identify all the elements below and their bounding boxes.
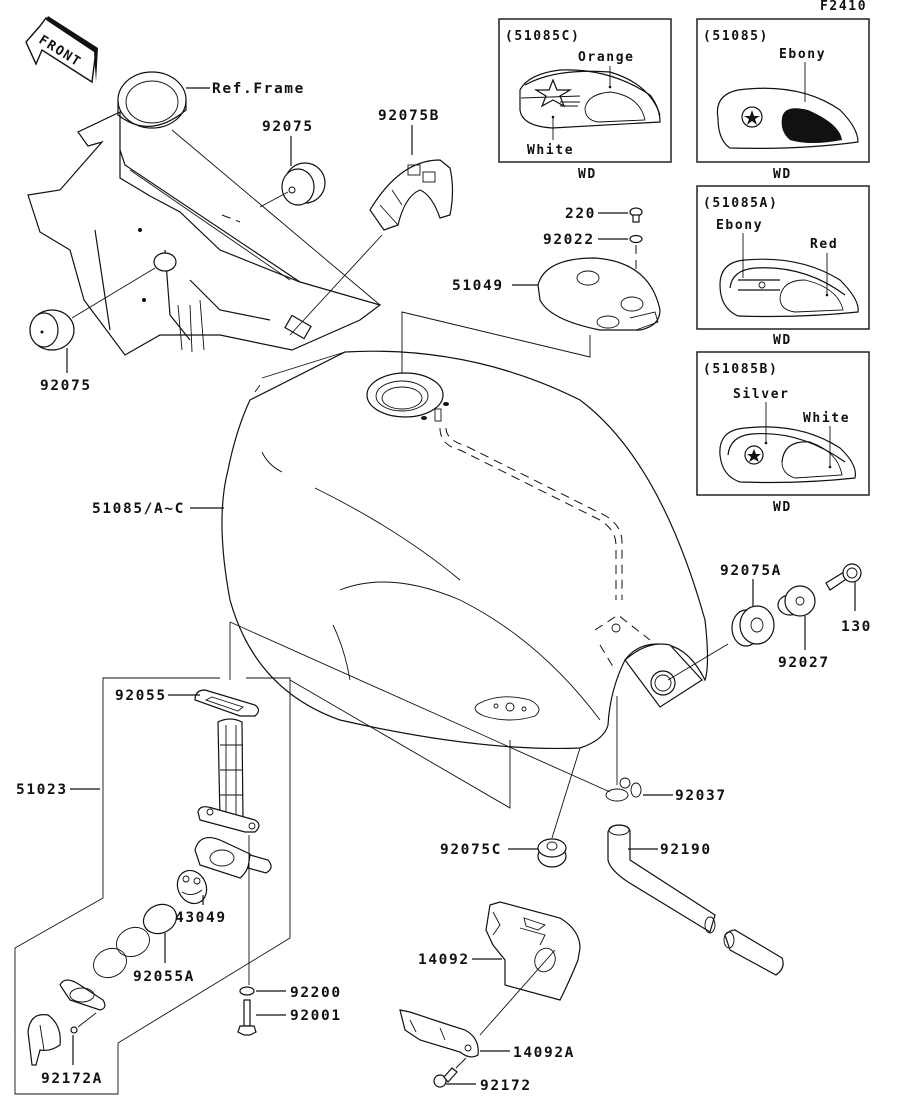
label-92200: 92200 [290, 985, 342, 1001]
label-92190: 92190 [660, 842, 712, 858]
label-92075C: 92075C [440, 842, 502, 858]
part-92190-hose [607, 824, 784, 976]
label-ref-frame: Ref.Frame [212, 81, 305, 97]
part-220-screw [629, 207, 643, 223]
part-92172-screw [433, 1057, 467, 1088]
part-92200-washer [239, 986, 255, 996]
variant-code-51085B: (51085B) [703, 362, 778, 377]
star-emblem-icon [744, 110, 760, 125]
part-92022-washer [629, 234, 643, 244]
part-51085-fuel-tank [221, 350, 709, 750]
part-92037-clamp [605, 777, 642, 802]
variant-color-51085B-white: White [803, 411, 850, 426]
part-92027-collar [777, 585, 816, 617]
label-92075-top: 92075 [262, 119, 314, 135]
label-92172: 92172 [480, 1078, 532, 1094]
star-emblem-icon [747, 449, 761, 462]
label-130: 130 [841, 619, 872, 635]
part-92075B [369, 159, 454, 231]
part-fuel-cock-lever [27, 979, 106, 1066]
label-92027: 92027 [778, 655, 830, 671]
variant-color-51085C-orange: Orange [578, 50, 635, 65]
part-14092-cover [485, 901, 581, 1001]
front-arrow-icon: FRONT [25, 16, 98, 84]
part-43049-gasket [176, 869, 208, 905]
variant-market-51085A: WD [773, 333, 792, 348]
part-92055-gasket [194, 689, 260, 717]
variant-color-51085A-ebony: Ebony [716, 218, 763, 233]
label-92055: 92055 [115, 688, 167, 704]
variant-color-51085-ebony: Ebony [779, 47, 826, 62]
star-icon [533, 78, 573, 108]
variant-market-51085: WD [773, 167, 792, 182]
variant-box-51085C: (51085C) Orange White [498, 18, 672, 163]
ebony-panel [781, 108, 842, 143]
frame-part [27, 71, 382, 356]
part-130-bolt [825, 563, 862, 591]
label-51023: 51023 [16, 782, 68, 798]
label-92075-left: 92075 [40, 378, 92, 394]
label-92075B: 92075B [378, 108, 440, 124]
part-51023-fuel-cock [194, 718, 272, 879]
figure-code: F2410 [820, 0, 867, 14]
label-51085-a-c: 51085/A~C [92, 501, 185, 517]
label-92001: 92001 [290, 1008, 342, 1024]
label-92022: 92022 [543, 232, 595, 248]
label-43049: 43049 [175, 910, 227, 926]
variant-market-51085B: WD [773, 500, 792, 515]
part-92075-top [281, 162, 326, 206]
variant-box-51085: (51085) Ebony [696, 18, 870, 163]
label-51049: 51049 [452, 278, 504, 294]
label-92037: 92037 [675, 788, 727, 804]
variant-color-51085B-silver: Silver [733, 387, 790, 402]
variant-color-51085A-red: Red [810, 237, 838, 252]
variant-code-51085: (51085) [703, 29, 769, 44]
label-92172A: 92172A [41, 1071, 103, 1087]
part-51049-cover [537, 257, 661, 331]
variant-box-51085A: (51085A) Ebony Red [696, 185, 870, 330]
label-14092A: 14092A [513, 1045, 575, 1061]
label-14092: 14092 [418, 952, 470, 968]
part-92001-bolt [237, 999, 257, 1036]
part-92055A-o-rings [93, 903, 178, 979]
variant-color-51085C-white: White [527, 143, 574, 158]
part-92075-left [29, 309, 75, 351]
label-220: 220 [565, 206, 596, 222]
variant-code-51085A: (51085A) [703, 196, 778, 211]
label-92075A: 92075A [720, 563, 782, 579]
group-outline-51023 [14, 677, 291, 1095]
part-92075A-grommet [731, 605, 775, 647]
variant-market-51085C: WD [578, 167, 597, 182]
part-92075C-grommet [537, 838, 567, 868]
part-14092A-bracket [399, 1009, 479, 1058]
label-92055A: 92055A [133, 969, 195, 985]
variant-code-51085C: (51085C) [505, 29, 580, 44]
part-92172A-screw [70, 1012, 97, 1034]
variant-box-51085B: (51085B) Silver White [696, 351, 870, 496]
